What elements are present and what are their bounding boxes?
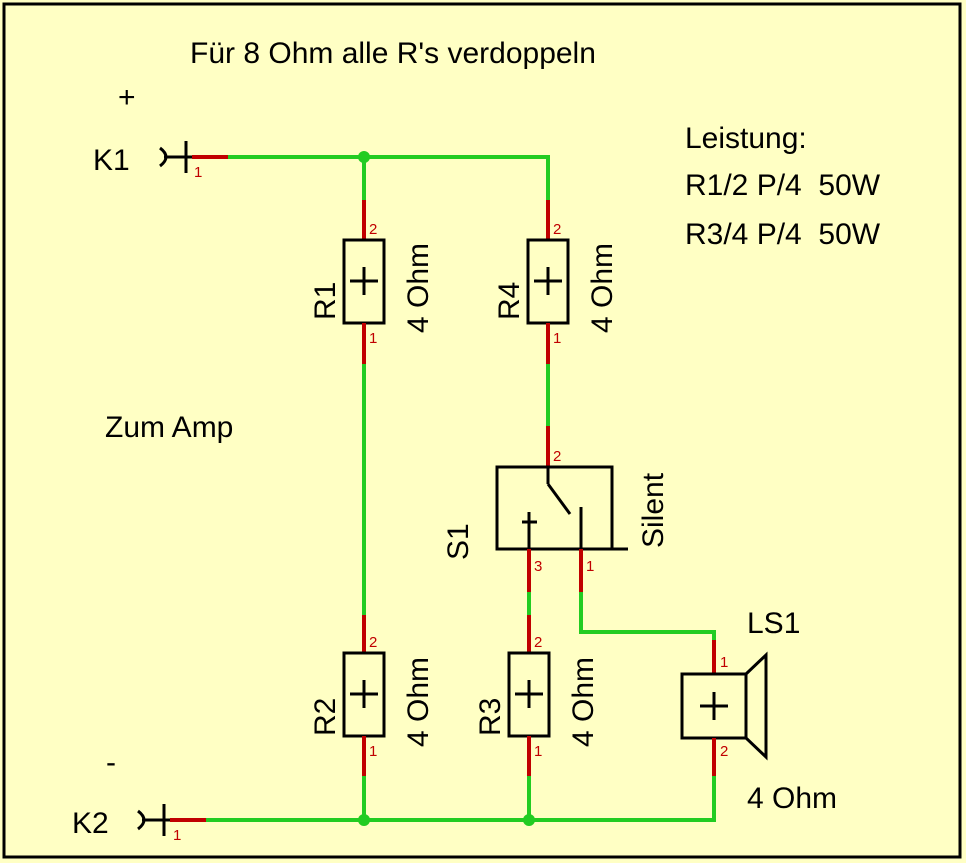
r2-pin-bottom: 1	[369, 743, 377, 760]
s1-pin-top: 2	[553, 448, 561, 465]
r1-value: 4 Ohm	[402, 243, 435, 333]
connector-k2: K2 1	[72, 804, 206, 844]
minus-sign: -	[106, 746, 116, 779]
speaker-ls1: 1 2 LS1 4 Ohm	[680, 607, 837, 815]
r3-value: 4 Ohm	[567, 657, 600, 747]
junction-dot	[358, 814, 370, 826]
resistor-r3: 2 1 R3 4 Ohm	[474, 615, 600, 776]
power-line-2: R3/4 P/4 50W	[685, 218, 881, 251]
k2-pin: 1	[173, 827, 181, 844]
k2-label: K2	[72, 807, 109, 840]
r2-pin-top: 2	[369, 634, 377, 651]
ls1-value: 4 Ohm	[747, 782, 837, 815]
s1-pin-left: 3	[534, 558, 542, 575]
r1-name: R1	[309, 282, 342, 320]
ls1-name: LS1	[747, 607, 800, 640]
wires	[204, 155, 716, 822]
switch-s1: 2 3 1 S1 Silent	[442, 426, 670, 592]
r4-value: 4 Ohm	[586, 243, 619, 333]
resistor-r1: 2 1 R1 4 Ohm	[309, 200, 435, 364]
s1-pin-right: 1	[586, 558, 594, 575]
r1-pin-top: 2	[369, 221, 377, 238]
ls1-pin-top: 1	[720, 654, 728, 671]
k1-pin: 1	[194, 164, 202, 181]
r3-pin-bottom: 1	[534, 743, 542, 760]
junction-dot	[523, 814, 535, 826]
s1-name: S1	[442, 523, 475, 560]
k1-label: K1	[93, 144, 130, 177]
connector-k1: K1 1	[93, 141, 228, 181]
power-heading: Leistung:	[685, 122, 807, 155]
r3-pin-top: 2	[534, 634, 542, 651]
r2-name: R2	[309, 698, 342, 736]
r1-pin-bottom: 1	[369, 330, 377, 347]
r4-pin-bottom: 1	[553, 330, 561, 347]
ls1-pin-bottom: 2	[720, 743, 728, 760]
r2-value: 4 Ohm	[402, 657, 435, 747]
amp-label: Zum Amp	[105, 411, 233, 444]
plus-sign: +	[118, 81, 136, 114]
resistor-r4: 2 1 R4 4 Ohm	[493, 200, 619, 364]
s1-silent-label: Silent	[637, 472, 670, 548]
power-notes: Leistung: R1/2 P/4 50W R3/4 P/4 50W	[685, 122, 881, 251]
r4-pin-top: 2	[553, 221, 561, 238]
resistor-r2: 2 1 R2 4 Ohm	[309, 615, 435, 776]
title-text: Für 8 Ohm alle R's verdoppeln	[190, 37, 596, 70]
junction-dot	[358, 151, 370, 163]
r4-name: R4	[493, 282, 526, 320]
power-line-1: R1/2 P/4 50W	[685, 169, 881, 202]
r3-name: R3	[474, 698, 507, 736]
